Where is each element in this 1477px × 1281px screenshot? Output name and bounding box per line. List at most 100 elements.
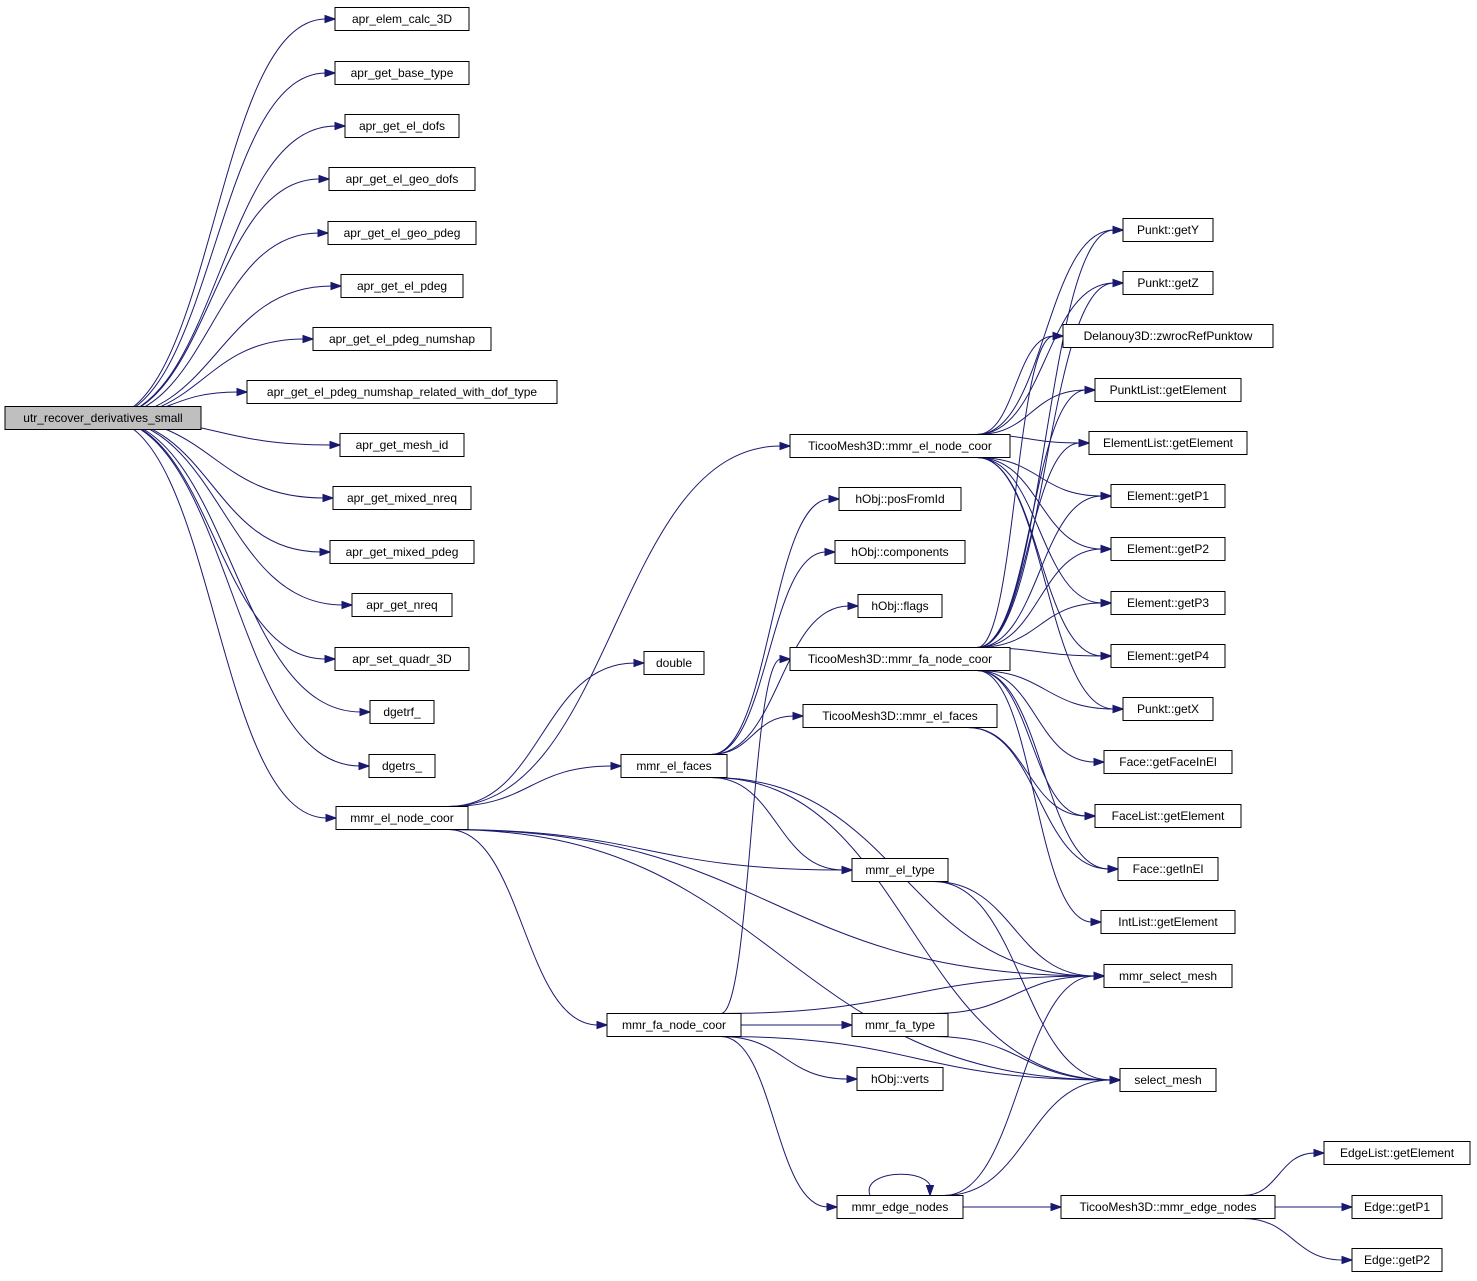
node-flags[interactable]: hObj::flags bbox=[857, 594, 943, 618]
edge-mmrelnode-to-eltype bbox=[448, 829, 854, 875]
node-gety[interactable]: Punkt::getY bbox=[1122, 218, 1214, 242]
node-eltype[interactable]: mmr_el_type bbox=[851, 858, 949, 882]
node-numshaprel[interactable]: apr_get_el_pdeg_numshap_related_with_dof… bbox=[246, 380, 558, 404]
node-label: mmr_fa_type bbox=[865, 1018, 935, 1032]
edge-tmfanode-to-punktlist bbox=[976, 385, 1097, 648]
node-dgetrf[interactable]: dgetrf_ bbox=[369, 700, 435, 724]
node-box bbox=[851, 858, 949, 882]
node-edgenodes[interactable]: mmr_edge_nodes bbox=[836, 1195, 964, 1219]
node-label: apr_get_base_type bbox=[351, 66, 454, 80]
node-delanouy[interactable]: Delanouy3D::zwrocRefPunktow bbox=[1062, 324, 1274, 348]
edge-line bbox=[448, 829, 844, 871]
node-elemcalc[interactable]: apr_elem_calc_3D bbox=[334, 7, 470, 31]
node-getz[interactable]: Punkt::getZ bbox=[1122, 271, 1214, 295]
edge-line bbox=[976, 442, 1081, 648]
arrow-head bbox=[1112, 278, 1125, 288]
arrow-head bbox=[324, 68, 337, 78]
node-mmrelfaces[interactable]: mmr_el_faces bbox=[620, 754, 728, 778]
node-getp1[interactable]: Element::getP1 bbox=[1110, 484, 1226, 508]
node-getp2[interactable]: Element::getP2 bbox=[1110, 537, 1226, 561]
node-tmelnode[interactable]: TicooMesh3D::mmr_el_node_coor bbox=[789, 434, 1011, 458]
node-box bbox=[1323, 1141, 1471, 1165]
edge-line bbox=[448, 445, 782, 807]
node-elgeodofs[interactable]: apr_get_el_geo_dofs bbox=[328, 167, 476, 191]
node-label: hObj::verts bbox=[871, 1072, 929, 1086]
node-facegetfaceinel[interactable]: Face::getFaceInEl bbox=[1103, 750, 1233, 774]
node-facelist[interactable]: FaceList::getElement bbox=[1094, 804, 1242, 828]
node-facegetinel[interactable]: Face::getInEl bbox=[1117, 857, 1219, 881]
node-posfromid[interactable]: hObj::posFromId bbox=[838, 487, 962, 511]
node-elgeopdeg[interactable]: apr_get_el_geo_pdeg bbox=[327, 221, 477, 245]
node-label: mmr_el_type bbox=[865, 863, 935, 877]
edge-root-to-quadr bbox=[102, 417, 337, 664]
edge-tmfanode-to-facegetinel bbox=[976, 670, 1120, 874]
edge-line bbox=[933, 1036, 1112, 1081]
node-getp4[interactable]: Element::getP4 bbox=[1110, 644, 1226, 668]
node-fatype[interactable]: mmr_fa_type bbox=[851, 1013, 949, 1037]
edge-line bbox=[448, 829, 1112, 1081]
edge-line bbox=[711, 777, 844, 871]
node-tmfanode[interactable]: TicooMesh3D::mmr_fa_node_coor bbox=[789, 647, 1011, 671]
node-edgep1[interactable]: Edge::getP1 bbox=[1351, 1195, 1443, 1219]
node-label: Element::getP2 bbox=[1127, 542, 1209, 556]
node-meshid[interactable]: apr_get_mesh_id bbox=[339, 433, 465, 457]
node-punktlist[interactable]: PunktList::getElement bbox=[1094, 378, 1242, 402]
edge-line bbox=[976, 670, 1093, 923]
edge-edgenodes-to-edgenodes bbox=[868, 1173, 935, 1198]
node-getx[interactable]: Punkt::getX bbox=[1122, 697, 1214, 721]
node-root[interactable]: utr_recover_derivatives_small bbox=[4, 406, 202, 430]
node-numshap[interactable]: apr_get_el_pdeg_numshap bbox=[312, 327, 492, 351]
node-box bbox=[1351, 1195, 1443, 1219]
node-edgep2[interactable]: Edge::getP2 bbox=[1351, 1248, 1443, 1272]
arrow-head bbox=[1093, 757, 1106, 767]
node-mixednreq[interactable]: apr_get_mixed_nreq bbox=[332, 486, 472, 510]
node-box bbox=[1062, 324, 1274, 348]
edge-line bbox=[976, 670, 1110, 870]
node-quadr[interactable]: apr_set_quadr_3D bbox=[334, 647, 470, 671]
node-mmrelnode[interactable]: mmr_el_node_coor bbox=[335, 806, 469, 830]
node-tmelfaces[interactable]: TicooMesh3D::mmr_el_faces bbox=[802, 704, 998, 728]
edge-line bbox=[102, 417, 328, 819]
node-intlist[interactable]: IntList::getElement bbox=[1100, 910, 1236, 934]
edge-tmfanode-to-getp2 bbox=[976, 544, 1113, 648]
node-verts[interactable]: hObj::verts bbox=[856, 1067, 944, 1091]
node-label: TicooMesh3D::mmr_el_faces bbox=[822, 709, 978, 723]
node-double[interactable]: double bbox=[643, 651, 705, 675]
node-elpdeg[interactable]: apr_get_el_pdeg bbox=[340, 274, 464, 298]
node-eldofs[interactable]: apr_get_el_dofs bbox=[344, 114, 460, 138]
node-mmrfanode[interactable]: mmr_fa_node_coor bbox=[606, 1013, 742, 1037]
node-components[interactable]: hObj::components bbox=[834, 540, 966, 564]
node-selectmeshmmr[interactable]: mmr_select_mesh bbox=[1103, 964, 1233, 988]
node-box bbox=[789, 434, 1011, 458]
node-elementlist[interactable]: ElementList::getElement bbox=[1088, 431, 1248, 455]
edge-line bbox=[711, 777, 1112, 1081]
node-nreq[interactable]: apr_get_nreq bbox=[351, 593, 453, 617]
node-edgelist[interactable]: EdgeList::getElement bbox=[1323, 1141, 1471, 1165]
node-label: Delanouy3D::zwrocRefPunktow bbox=[1084, 329, 1253, 343]
arrow-head bbox=[1100, 598, 1113, 608]
node-label: TicooMesh3D::mmr_fa_node_coor bbox=[808, 652, 992, 666]
node-label: IntList::getElement bbox=[1118, 915, 1218, 929]
edge-tmfanode-to-elementlist bbox=[976, 438, 1091, 648]
edge-tmfanode-to-intlist bbox=[976, 670, 1103, 927]
node-selectmesh[interactable]: select_mesh bbox=[1119, 1068, 1217, 1092]
edge-line bbox=[1242, 1218, 1344, 1261]
arrow-head bbox=[841, 865, 854, 875]
edge-line bbox=[448, 829, 1096, 977]
node-tmedgenodes[interactable]: TicooMesh3D::mmr_edge_nodes bbox=[1060, 1195, 1276, 1219]
node-box bbox=[620, 754, 728, 778]
node-box bbox=[606, 1013, 742, 1037]
node-box bbox=[339, 433, 465, 457]
node-getp3[interactable]: Element::getP3 bbox=[1110, 591, 1226, 615]
arrow-head bbox=[1100, 491, 1113, 501]
node-basetype[interactable]: apr_get_base_type bbox=[334, 61, 470, 85]
node-box bbox=[1094, 804, 1242, 828]
arrow-head bbox=[779, 654, 792, 664]
node-mixedpdeg[interactable]: apr_get_mixed_pdeg bbox=[329, 540, 475, 564]
edge-mmrelfaces-to-flags bbox=[711, 601, 860, 755]
node-box bbox=[1094, 378, 1242, 402]
edge-line bbox=[976, 670, 1087, 817]
node-box bbox=[335, 806, 469, 830]
node-dgetrs[interactable]: dgetrs_ bbox=[368, 754, 436, 778]
node-box bbox=[856, 1067, 944, 1091]
